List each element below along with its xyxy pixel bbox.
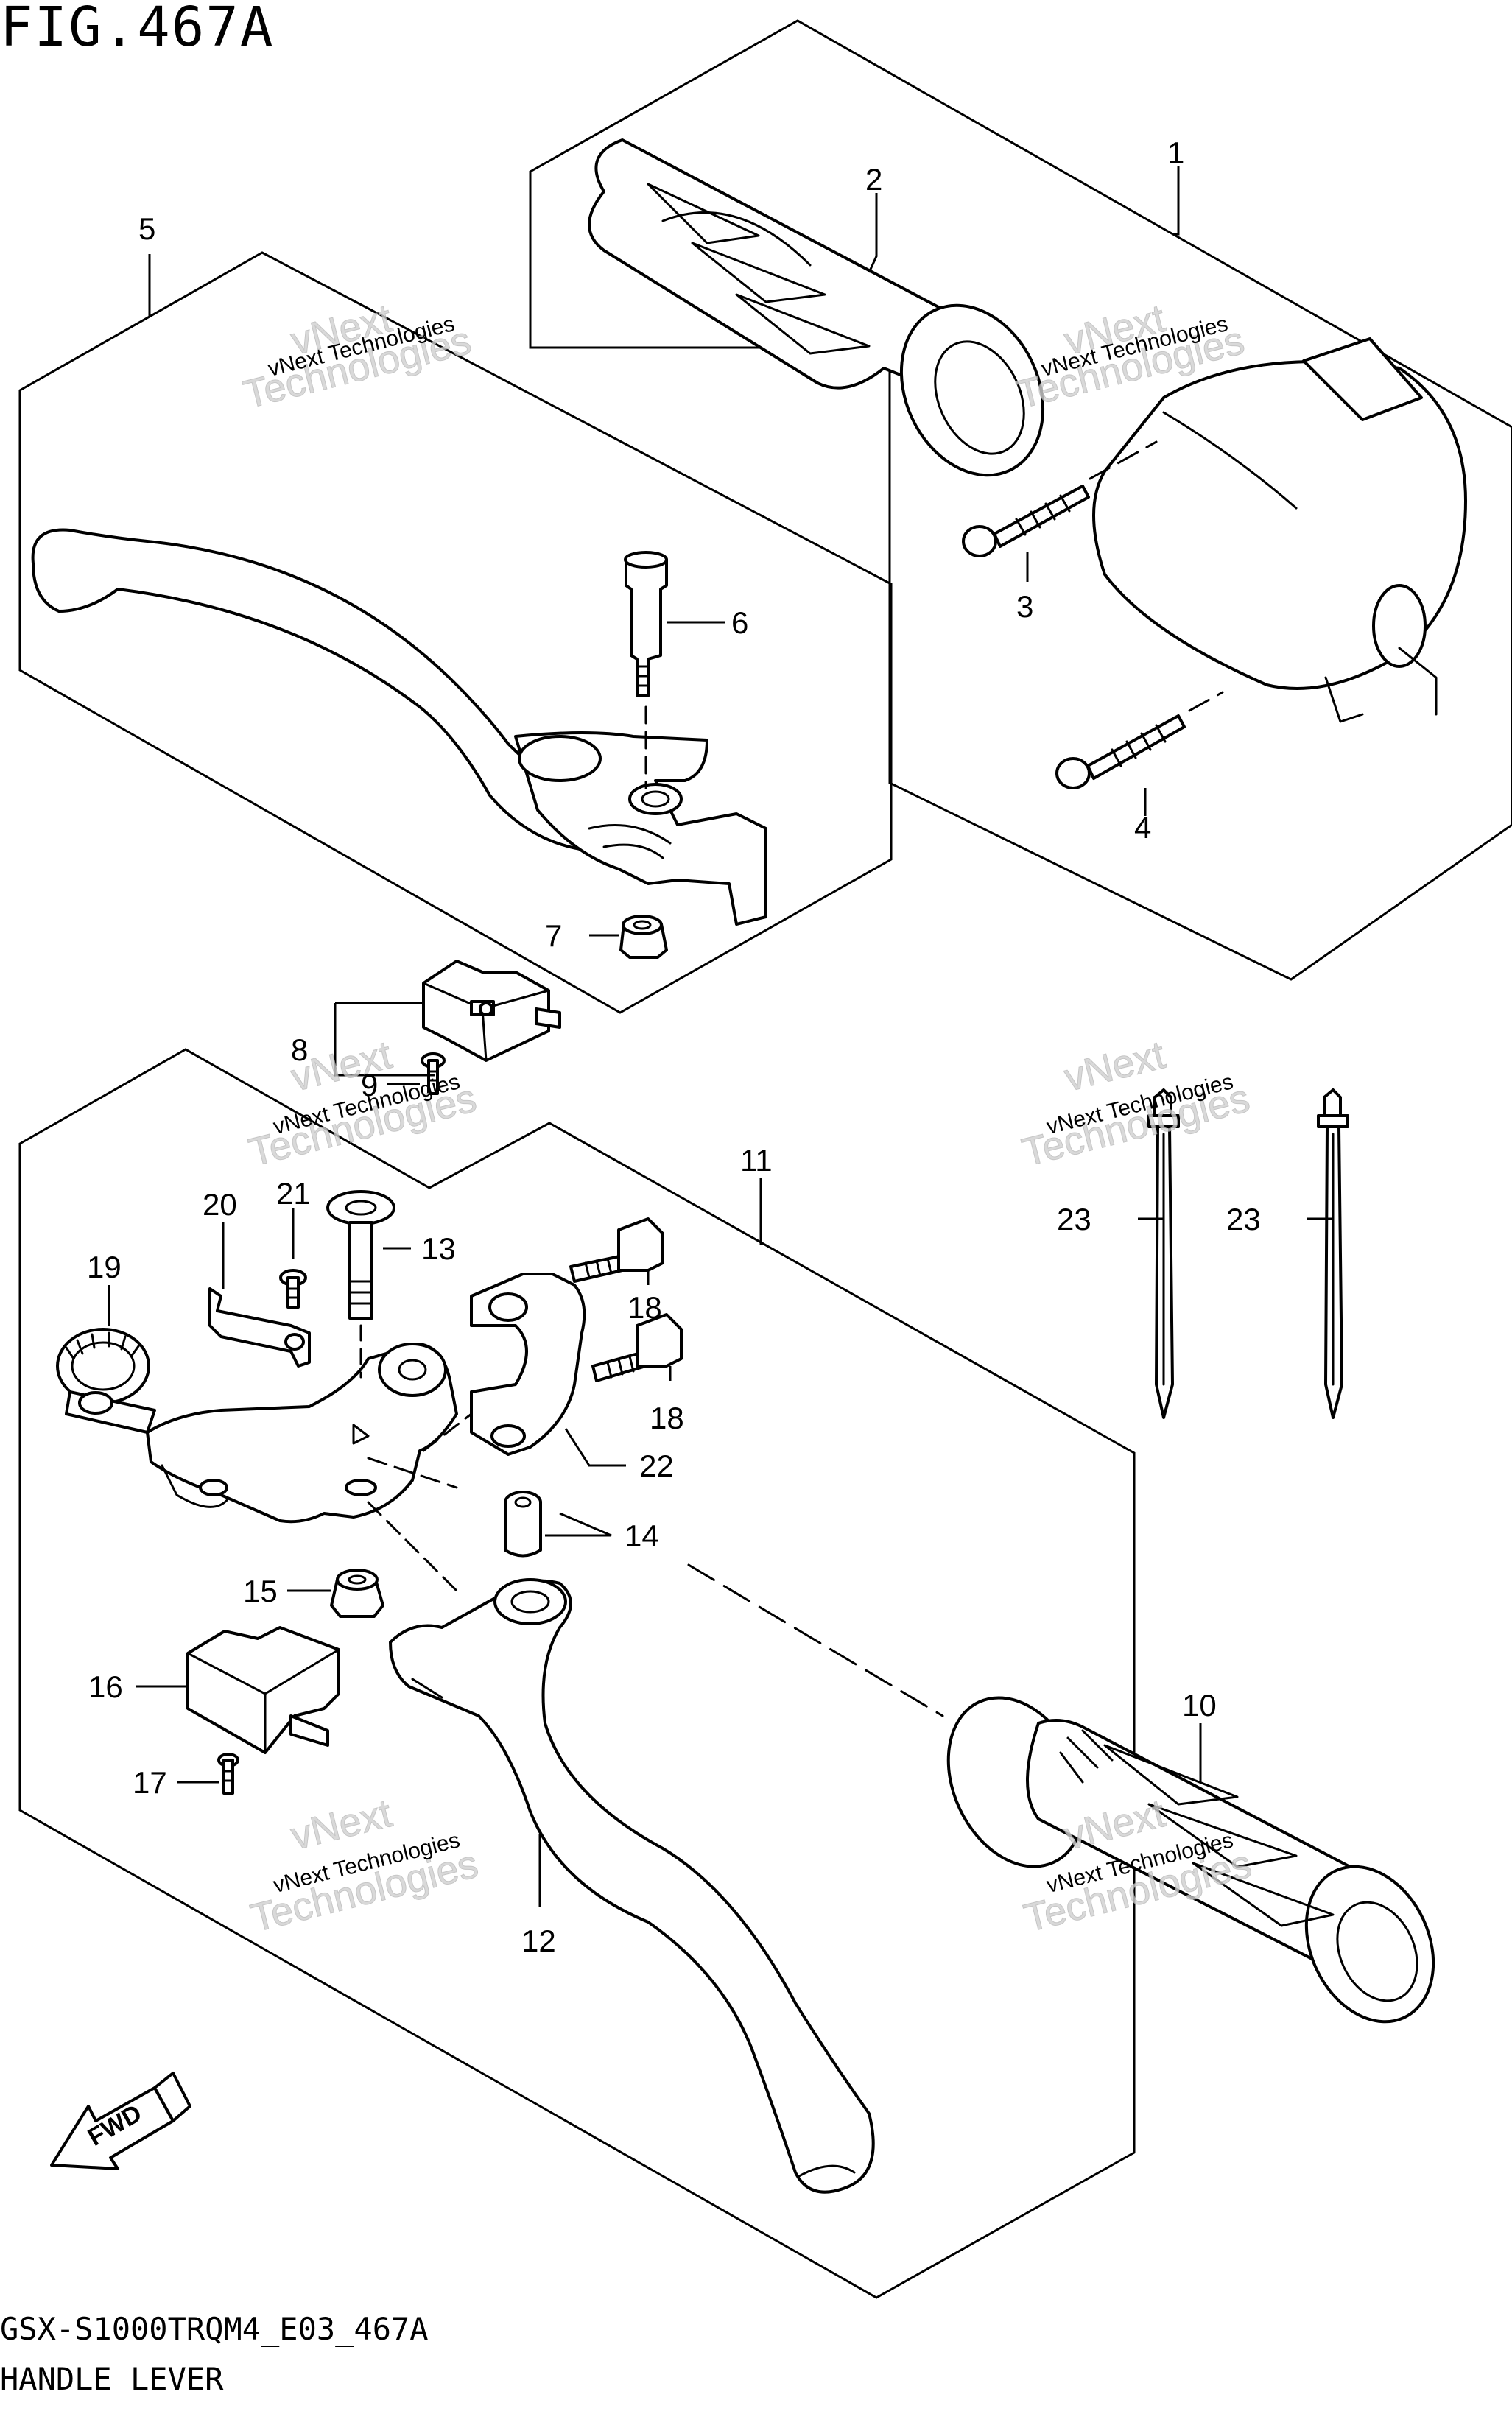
- callout-21: 21: [276, 1176, 311, 1211]
- screw-21: [279, 1269, 307, 1309]
- callout-12: 12: [521, 1924, 556, 1958]
- callout-7: 7: [545, 918, 562, 953]
- callout-18-top: 18: [627, 1290, 662, 1325]
- callout-13: 13: [421, 1231, 456, 1266]
- group-box-1: [529, 19, 1512, 981]
- group-box-5: [18, 251, 893, 1014]
- brake-switch-16: [186, 1626, 340, 1754]
- figure-title: FIG.467A: [0, 0, 275, 59]
- spring-20: [208, 1287, 311, 1368]
- brake-lever-12: [389, 1578, 875, 2194]
- callout-9: 9: [361, 1068, 378, 1102]
- callout-5: 5: [138, 211, 155, 246]
- bolt-18-top: [569, 1217, 664, 1283]
- cable-tie-23-left: [1147, 1088, 1180, 1419]
- fwd-direction-arrow: FWD: [50, 2072, 191, 2170]
- callout-14: 14: [625, 1519, 659, 1553]
- bolt-6: [624, 551, 668, 789]
- callout-16: 16: [88, 1669, 123, 1704]
- screw-3: [962, 485, 1090, 557]
- switch-housing: [1092, 337, 1467, 723]
- callout-19: 19: [87, 1250, 122, 1284]
- clamp-22: [470, 1273, 586, 1456]
- callout-8: 8: [291, 1032, 308, 1067]
- watermark-4: vNext Technologies vNext Technologies: [1018, 1032, 1254, 1175]
- screw-4: [1055, 714, 1186, 789]
- figure-name: HANDLE LEVER: [0, 2361, 224, 2397]
- callout-6: 6: [731, 605, 748, 640]
- handlebar-grip-10: [946, 1696, 1435, 2024]
- figure-code: GSX-S1000TRQM4_E03_467A: [0, 2311, 429, 2347]
- clutch-lever: [31, 528, 767, 926]
- nut-7: [619, 915, 668, 959]
- callout-22: 22: [639, 1449, 674, 1483]
- clutch-switch-8: [422, 960, 561, 1062]
- adjuster-19: [56, 1328, 156, 1434]
- callout-23-left: 23: [1057, 1202, 1091, 1236]
- watermark-5: vNext Technologies vNext Technologies: [246, 1791, 482, 1941]
- callout-3: 3: [1016, 589, 1033, 624]
- screw-17: [217, 1753, 239, 1795]
- callout-10: 10: [1182, 1688, 1217, 1722]
- callout-1: 1: [1167, 136, 1184, 170]
- callout-11: 11: [740, 1143, 773, 1178]
- callout-23-right: 23: [1226, 1202, 1261, 1236]
- cable-tie-23-right: [1317, 1088, 1349, 1419]
- bolt-18-bottom: [591, 1313, 683, 1382]
- bushing-14: [504, 1491, 542, 1558]
- group-box-11: [18, 1048, 1136, 2299]
- callout-15: 15: [243, 1574, 278, 1608]
- bolt-13: [326, 1190, 395, 1379]
- screw-9: [421, 1052, 446, 1095]
- nut-15: [330, 1569, 384, 1618]
- callout-2: 2: [865, 162, 882, 197]
- throttle-grip: [588, 138, 1045, 477]
- brake-lever-holder: [146, 1343, 458, 1524]
- callout-4: 4: [1134, 810, 1151, 845]
- callout-18-bottom: 18: [650, 1401, 684, 1435]
- callout-17: 17: [133, 1765, 167, 1800]
- callout-20: 20: [203, 1187, 237, 1222]
